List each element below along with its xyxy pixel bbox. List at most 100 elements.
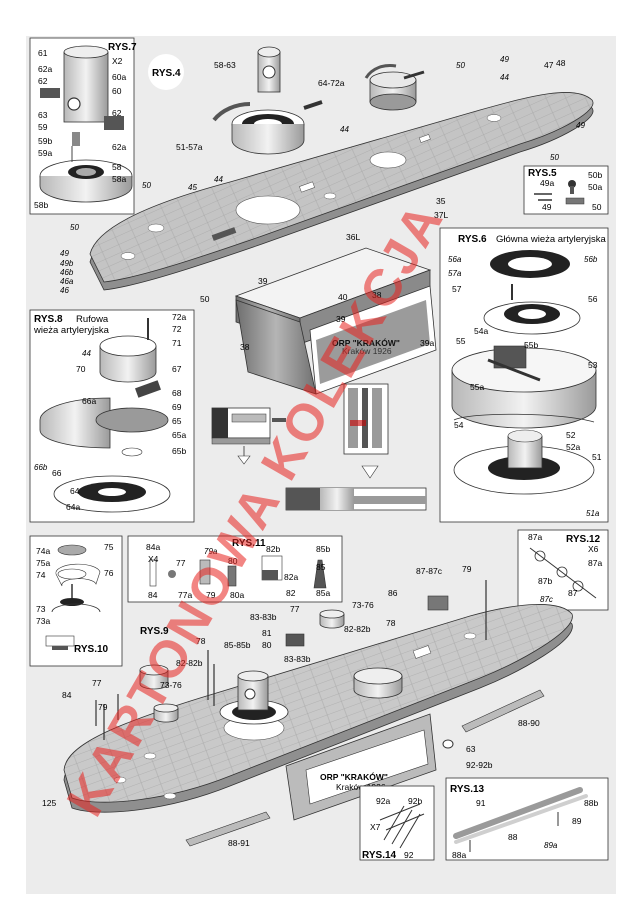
part-callout: 74: [36, 570, 46, 580]
part-callout: 47: [544, 60, 554, 70]
turret-hole-main: [235, 195, 301, 225]
part-callout: 56: [588, 294, 598, 304]
part-callout: 50: [200, 294, 210, 304]
lower-turrets: [95, 580, 487, 749]
part-callout: 87a: [588, 558, 602, 568]
part-callout: 84: [62, 690, 72, 700]
part-callout: 49b: [60, 259, 74, 268]
figure-rys10: RYS.10 74a 75 75a 76 74 73 73a: [29, 535, 123, 667]
part-callout: 79a: [204, 547, 218, 556]
part-callout: 89: [572, 816, 582, 826]
part-callout: 70: [76, 364, 86, 374]
rys5-panel: [523, 165, 609, 215]
stand-plaque-title: ORP "KRAKÓW": [332, 337, 400, 348]
main-turret-top: [212, 46, 323, 155]
part-callout: 51: [592, 452, 602, 462]
part-callout: 39: [336, 314, 346, 324]
rys7-title: RYS.7: [108, 42, 137, 53]
part-callout: 64: [70, 486, 80, 496]
part-callout: 59b: [38, 136, 52, 146]
stand-plaque-subtitle: Kraków 1926: [342, 346, 392, 356]
part-callout: 66b: [34, 463, 48, 472]
rys8-callouts: 72a 72 71 44 70 67 68 69 66a 65 65a 65b …: [34, 312, 186, 512]
part-callout: 72: [172, 324, 182, 334]
part-callout: 66: [52, 468, 62, 478]
part-callout: 50b: [588, 170, 602, 180]
stand-detail-right: [343, 383, 389, 455]
part-callout: 61: [38, 48, 48, 58]
part-callout: 80: [228, 556, 238, 566]
part-callout: 85: [316, 562, 326, 572]
part-callout: 58-63: [214, 60, 236, 70]
part-callout: 72a: [172, 312, 186, 322]
rys6-subtitle: Główna wieża artyleryjska: [496, 234, 607, 245]
part-callout: 50: [142, 181, 151, 190]
part-callout: 60: [112, 86, 122, 96]
rys6-callouts: 56a 56b 57a 57 56 54a 55 55b 55a 53 54 5…: [448, 255, 602, 518]
part-callout: 64a: [66, 502, 80, 512]
part-callout: 53: [588, 360, 598, 370]
part-callout: 48: [556, 58, 566, 68]
part-callout: 91: [476, 798, 486, 808]
lower-hull: ORP "KRAKÓW" Kraków 1926: [63, 604, 573, 847]
part-callout: 86: [388, 588, 398, 598]
rys9-labels: RYS.9 79 87-87c 86 73-76 77 83-83b 81 82…: [42, 564, 540, 848]
part-callout: 92-92b: [466, 760, 493, 770]
part-callout: 38: [372, 290, 382, 300]
part-callout: 75: [104, 542, 114, 552]
part-callout: 87c: [540, 595, 553, 604]
part-callout: 88: [508, 832, 518, 842]
part-callout: 46: [60, 286, 69, 295]
part-callout: 45: [188, 183, 197, 192]
part-callout: 44: [340, 125, 349, 134]
rys13-title: RYS.13: [450, 784, 485, 795]
part-callout: 57: [452, 284, 462, 294]
rys11-title: RYS.11: [232, 538, 266, 549]
part-callout: 44: [82, 349, 91, 358]
part-callout: 44: [214, 175, 223, 184]
figure-rys6: RYS.6 Główna wieża artyleryjska: [439, 227, 609, 523]
part-callout: 49: [542, 202, 552, 212]
part-callout: 52a: [566, 442, 580, 452]
part-callout: 62a: [38, 64, 52, 74]
rys7-callouts: 61 X2 62a 60a 62 60 63 59 62 59b 59a 62a…: [34, 48, 126, 210]
part-callout: 77: [176, 558, 186, 568]
rys14-panel: [359, 785, 435, 861]
rys4-badge: [148, 54, 184, 90]
rys4-labels: RYS.4 58-63 64-72a 50 49 47 48 44 49 51-…: [60, 54, 585, 352]
part-callout: 88-90: [518, 718, 540, 728]
part-callout: 59a: [38, 148, 52, 158]
part-callout: 49: [60, 249, 69, 258]
part-callout: 79: [462, 564, 472, 574]
part-callout: 54a: [474, 326, 488, 336]
rys6-title: RYS.6: [458, 234, 487, 245]
part-callout: 63: [466, 744, 476, 754]
part-callout: 50: [550, 153, 559, 162]
part-callout: 35: [436, 196, 446, 206]
part-callout: 73: [36, 604, 46, 614]
part-callout: 59: [38, 122, 48, 132]
part-callout: 87a: [528, 532, 542, 542]
figure-rys12: RYS.12 87a X6 87a 87b 87 87c: [517, 529, 609, 611]
part-callout: 89a: [544, 841, 558, 850]
part-callout: 51a: [586, 509, 600, 518]
part-callout: 46b: [60, 268, 74, 277]
part-callout: 85a: [316, 588, 330, 598]
part-callout: 85-85b: [224, 640, 251, 650]
part-callout: 39a: [420, 338, 434, 348]
part-callout: 80: [262, 640, 272, 650]
part-callout: 39: [258, 276, 268, 286]
part-callout: 69: [172, 402, 182, 412]
part-callout: 62: [112, 108, 122, 118]
part-callout: 44: [500, 73, 509, 82]
part-callout: 82a: [284, 572, 298, 582]
stand-detail-left: [211, 407, 286, 465]
part-callout: 75a: [36, 558, 50, 568]
figure-rys14: 92a 92b X7 92 RYS.14: [359, 785, 435, 861]
rys8-title: RYS.8: [34, 314, 63, 325]
part-callout: X7: [370, 822, 381, 832]
part-callout: 50: [592, 202, 602, 212]
part-callout: 78: [196, 636, 206, 646]
part-callout: 67: [172, 364, 182, 374]
part-callout: 82-82b: [176, 658, 203, 668]
